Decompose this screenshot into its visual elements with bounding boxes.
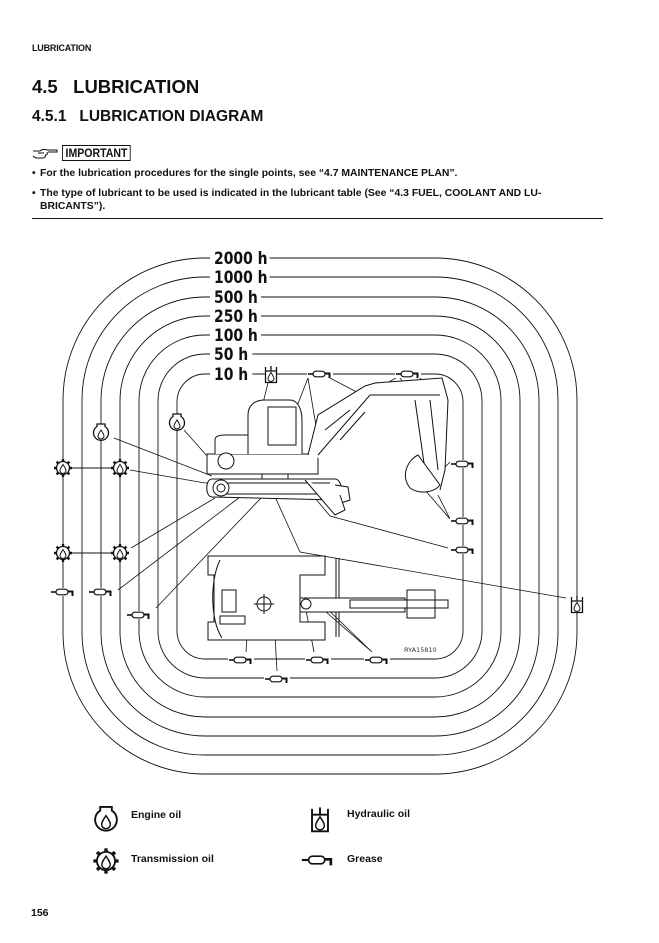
diagram-icons <box>49 366 583 684</box>
hydraulic-oil-icon <box>571 596 583 613</box>
subsection-title: 4.5.1 LUBRICATION DIAGRAM <box>32 108 264 125</box>
hydraulic-oil-icon <box>265 366 277 383</box>
legend-icons <box>93 807 337 874</box>
important-label: IMPORTANT <box>62 145 132 161</box>
legend-label-grease: Grease <box>347 853 383 865</box>
grease-icon <box>306 369 334 379</box>
bullet-text: The type of lubricant to be used is indi… <box>40 188 542 199</box>
interval-label: 100 h <box>214 326 258 346</box>
grease-icon <box>125 610 153 620</box>
grease-icon <box>227 655 255 665</box>
running-head: LUBRICATION <box>32 43 92 53</box>
grease-icon <box>87 587 115 597</box>
engine-oil-icon <box>170 414 185 430</box>
divider <box>32 218 603 220</box>
interval-label: 1000 h <box>214 268 268 288</box>
excavator-top-view <box>207 555 449 641</box>
grease-icon <box>304 655 332 665</box>
transmission-oil-icon <box>54 459 72 477</box>
interval-loop <box>81 276 559 756</box>
transmission-oil-icon <box>54 544 72 562</box>
grease-icon <box>363 655 391 665</box>
interval-label: 2000 h <box>214 249 268 269</box>
bullet-text: BRICANTS”). <box>40 201 106 212</box>
interval-label: 500 h <box>214 288 258 308</box>
transmission-oil-icon <box>93 848 118 873</box>
grease-icon <box>449 545 477 555</box>
grease-icon <box>49 587 77 597</box>
engine-oil-icon <box>94 424 109 440</box>
grease-icon <box>263 674 291 684</box>
figure-code: RYA15810 <box>404 646 437 654</box>
hydraulic-oil-icon <box>311 807 328 832</box>
interval-loops <box>62 257 578 775</box>
interval-loop <box>157 353 483 679</box>
bullet-item: •The type of lubricant to be used is ind… <box>32 188 542 212</box>
interval-label: 250 h <box>214 307 258 327</box>
interval-loop <box>62 257 578 775</box>
interval-loop <box>100 296 540 737</box>
interval-label: 50 h <box>214 345 248 365</box>
engine-oil-icon <box>95 807 117 831</box>
bullet-item: •For the lubrication procedures for the … <box>32 168 458 179</box>
grease-icon <box>394 369 422 379</box>
interval-loop <box>138 334 502 698</box>
grease-icon <box>299 853 337 867</box>
interval-label: 10 h <box>214 365 248 385</box>
legend-label-transmission-oil: Transmission oil <box>131 853 214 865</box>
legend-label-hydraulic-oil: Hydraulic oil <box>347 808 411 820</box>
transmission-oil-icon <box>111 459 129 477</box>
pointing-hand-icon <box>32 148 58 159</box>
grease-icon <box>449 516 477 526</box>
legend-label-engine-oil: Engine oil <box>131 809 182 821</box>
section-title: 4.5 LUBRICATION <box>32 76 200 97</box>
grease-icon <box>449 459 477 469</box>
interval-loop <box>119 315 521 718</box>
page-number: 156 <box>31 907 49 919</box>
excavator-side-view <box>206 377 449 516</box>
transmission-oil-icon <box>111 544 129 562</box>
important-notice: IMPORTANT <box>32 145 140 161</box>
bullet-text: For the lubrication procedures for the s… <box>40 168 458 179</box>
